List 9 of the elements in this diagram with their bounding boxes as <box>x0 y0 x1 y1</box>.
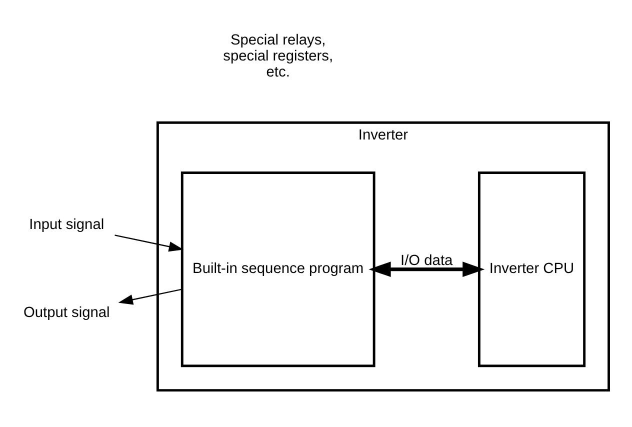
node-text: Input signal <box>29 216 104 233</box>
node-text: Output signal <box>23 304 110 321</box>
node-box: Inverter CPU <box>478 171 586 367</box>
arrow <box>118 288 182 304</box>
node-box: Built-in sequence program <box>180 171 376 367</box>
arrow <box>114 234 184 252</box>
edge-label: I/O data <box>400 252 453 269</box>
label: Special relays, special registers, etc. <box>223 32 334 80</box>
arrow <box>368 261 485 277</box>
